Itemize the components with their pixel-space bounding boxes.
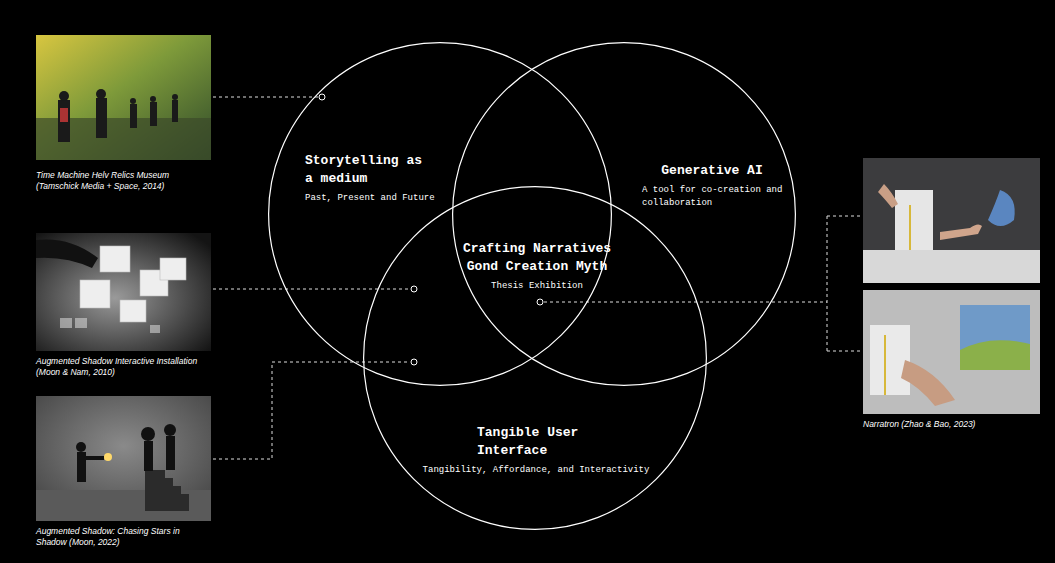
photo-narratron-1	[863, 158, 1040, 283]
photo-shadow-stars	[36, 396, 211, 521]
image-caption: Augmented Shadow: Chasing Stars in Shado…	[36, 526, 208, 547]
circle-heading: Tangible User Interface	[477, 424, 597, 460]
circle-description: Tangibility, Affordance, and Interactivi…	[406, 464, 666, 477]
circle-heading: Generative AI	[632, 162, 792, 180]
topic-circle: Tangible User InterfaceTangibility, Affo…	[363, 186, 707, 530]
circle-description: Past, Present and Future	[305, 192, 475, 205]
topic-circle: Generative AI A tool for co-creation and …	[452, 42, 796, 386]
circle-outline	[452, 42, 796, 386]
exhibition-title: Crafting Narratives Gond Creation Myth	[457, 240, 617, 276]
circle-outline	[268, 42, 612, 386]
photo-narratron-2	[863, 290, 1040, 414]
image-caption: Augmented Shadow Interactive Installatio…	[36, 356, 208, 377]
exhibition-subtitle: Thesis Exhibition	[457, 280, 617, 293]
photo-cubes	[36, 233, 211, 351]
leader-lines	[213, 97, 861, 459]
image-caption: Narratron (Zhao & Bao, 2023)	[863, 419, 1040, 430]
photo-museum	[36, 35, 211, 160]
image-caption: Time Machine Helv Relics Museum (Tamschi…	[36, 170, 208, 191]
leader-dots	[319, 94, 543, 365]
topic-circle: Storytelling as a mediumPast, Present an…	[268, 42, 612, 386]
circle-description: A tool for co-creation and collaboration	[642, 184, 792, 210]
circle-outline	[363, 186, 707, 530]
circle-heading: Storytelling as a medium	[305, 152, 435, 188]
